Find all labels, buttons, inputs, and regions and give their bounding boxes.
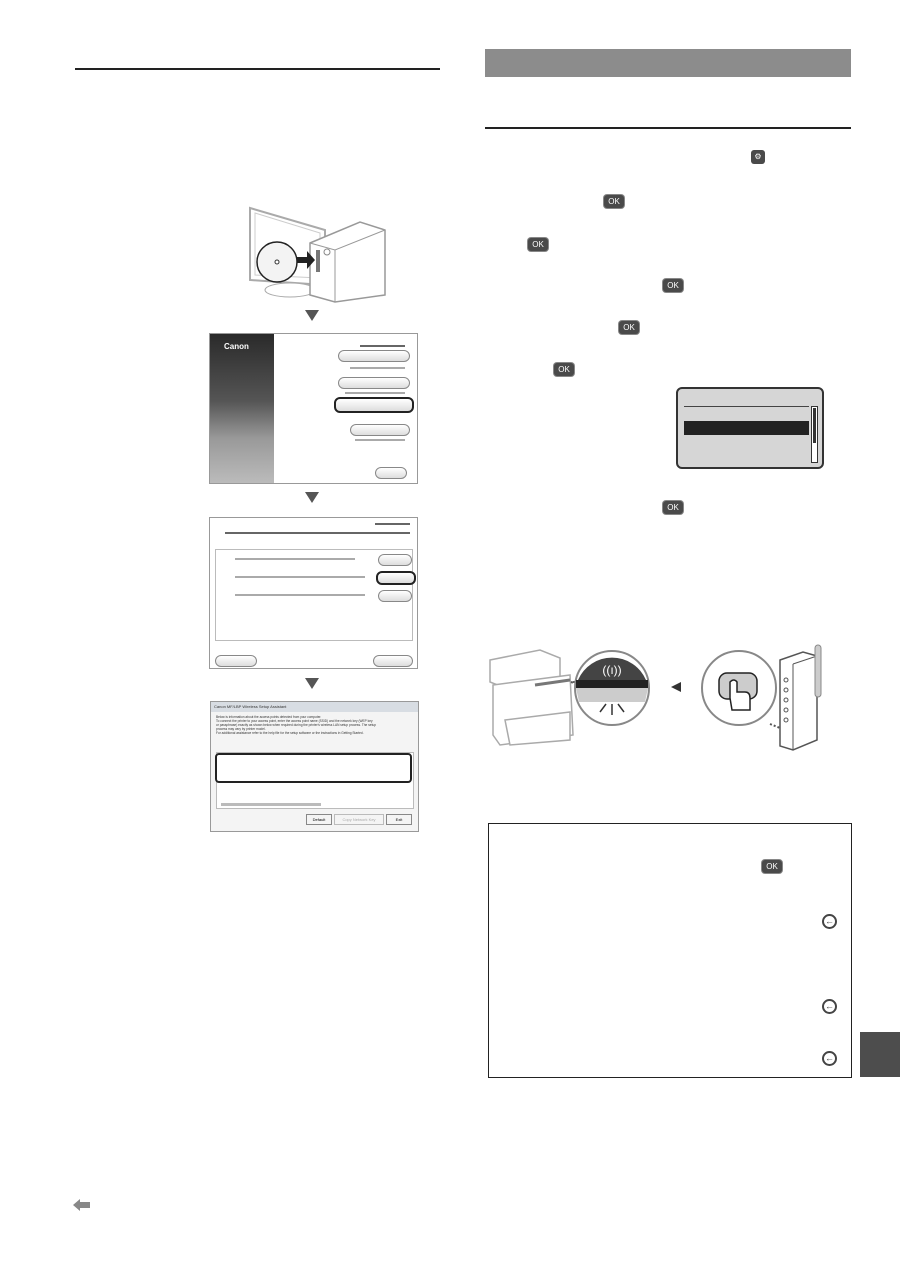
software-list-screenshot xyxy=(209,517,418,669)
back-key-icon: ← xyxy=(822,1051,837,1066)
right-section-rule xyxy=(485,127,851,129)
canon-logo: Canon xyxy=(224,342,249,351)
step-arrow-icon xyxy=(305,492,319,503)
step-arrow-icon xyxy=(305,678,319,689)
section-header-bar xyxy=(485,49,851,77)
back-key-icon: ← xyxy=(822,999,837,1014)
highlight-frame xyxy=(215,753,412,783)
ok-key-icon: OK xyxy=(619,321,639,334)
back-arrow-icon xyxy=(73,1199,90,1211)
ok-key-icon: OK xyxy=(762,860,782,873)
installer-option-button[interactable] xyxy=(338,377,410,389)
software-select-button[interactable] xyxy=(378,590,412,602)
installer-option-button[interactable] xyxy=(338,350,410,362)
direction-arrow-icon xyxy=(671,682,681,692)
ok-key-icon: OK xyxy=(604,195,624,208)
horizontal-scrollbar[interactable] xyxy=(221,803,321,806)
wireless-setup-assistant-select-button[interactable] xyxy=(376,571,416,585)
installer-sidebar: Canon xyxy=(210,334,274,483)
back-key-icon: ← xyxy=(822,914,837,929)
ok-key-icon: OK xyxy=(554,363,574,376)
note-box: OK ← ← ← xyxy=(488,823,852,1078)
software-list-panel xyxy=(215,549,413,641)
lcd-selected-row xyxy=(684,421,809,435)
dialog-instructions: Below is information about the access po… xyxy=(216,715,377,735)
copy-network-key-button[interactable]: Copy Network Key xyxy=(334,814,384,825)
wireless-icon: ((ı)) xyxy=(602,663,621,677)
insert-cd-illustration xyxy=(249,206,386,303)
lcd-line xyxy=(684,406,809,407)
step-arrow-icon xyxy=(305,310,319,321)
ok-key-icon: OK xyxy=(528,238,548,251)
lcd-scrollbar xyxy=(811,406,818,463)
left-section-rule xyxy=(75,68,440,70)
dialog-title: Canon MF/LBP Wireless Setup Assistant xyxy=(211,702,418,712)
installer-option-button[interactable] xyxy=(350,424,410,436)
exit-button[interactable]: Exit xyxy=(386,814,412,825)
installer-screenshot: Canon xyxy=(209,333,418,484)
next-button[interactable] xyxy=(373,655,413,667)
menu-key-icon: ⚙ xyxy=(751,150,765,164)
ok-key-icon: OK xyxy=(663,279,683,292)
installer-start-software-button[interactable] xyxy=(334,397,414,413)
software-select-button[interactable] xyxy=(378,554,412,566)
default-button[interactable]: Default xyxy=(306,814,332,825)
lcd-display xyxy=(676,387,824,469)
language-side-tab xyxy=(860,1032,900,1077)
access-point-list xyxy=(216,752,414,809)
wireless-setup-assistant-screenshot: Canon MF/LBP Wireless Setup Assistant Be… xyxy=(210,701,419,832)
installer-exit-button[interactable] xyxy=(375,467,407,479)
wps-button-illustration: ((ı)) xyxy=(489,644,822,751)
finger-press-icon xyxy=(729,679,751,711)
back-button[interactable] xyxy=(215,655,257,667)
ok-key-icon: OK xyxy=(663,501,683,514)
